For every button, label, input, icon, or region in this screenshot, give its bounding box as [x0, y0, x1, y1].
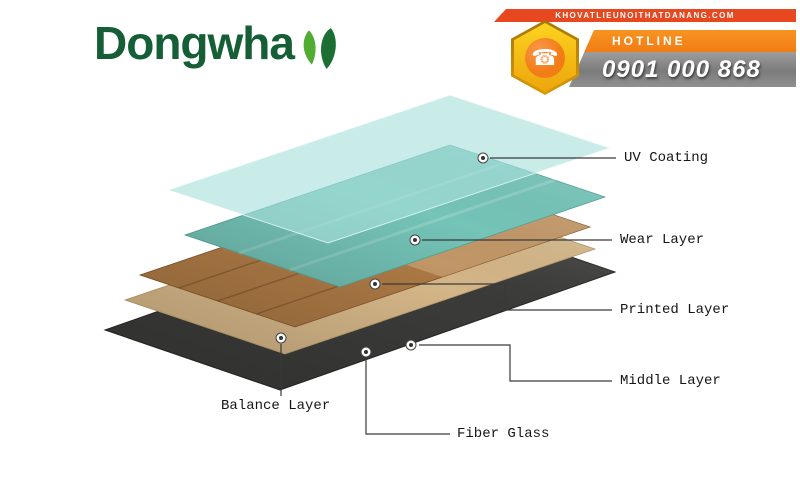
website-banner: KHOVATLIEUNOITHATDANANG.COM: [494, 9, 796, 22]
layer-dot-wear: [409, 234, 421, 246]
callout-dots: [275, 152, 489, 358]
leader-lines: [280, 157, 616, 435]
layer-dot-uv: [477, 152, 489, 164]
hotline-bar: HOTLINE 0901 000 868: [569, 30, 796, 87]
phone-icon: ☎: [525, 37, 565, 78]
label-wear-layer: Wear Layer: [620, 232, 705, 248]
label-balance-layer: Balance Layer: [221, 398, 331, 414]
label-fiber-glass: Fiber Glass: [457, 426, 550, 442]
label-printed-layer: Printed Layer: [620, 302, 730, 318]
logo-wordmark: Dongwha: [94, 17, 295, 69]
hotline-label-text: HOTLINE: [612, 34, 686, 48]
leader-line-fiber: [365, 358, 450, 435]
dongwha-logo: Dongwha: [94, 20, 343, 78]
layer-dot-printed: [369, 278, 381, 290]
leaf-light-icon: [303, 30, 316, 65]
hotline-label: HOTLINE: [583, 30, 796, 52]
leaf-dark-icon: [321, 28, 336, 69]
phone-hexagon: ☎: [511, 20, 579, 95]
layer-dot-middle: [405, 339, 417, 351]
label-uv-coating: UV Coating: [624, 150, 709, 166]
label-middle-layer: Middle Layer: [620, 373, 721, 389]
layer-dot-balance: [275, 332, 287, 344]
logo-leaves-icon: [303, 28, 336, 69]
leader-line-middle: [419, 344, 612, 382]
hotline-number: 0901 000 868: [602, 55, 761, 83]
leader-line-printed: [382, 283, 612, 311]
layer-dot-fiber: [360, 346, 372, 358]
uv-coating-layer-shape: [166, 94, 612, 244]
website-text: KHOVATLIEUNOITHATDANANG.COM: [555, 11, 735, 20]
